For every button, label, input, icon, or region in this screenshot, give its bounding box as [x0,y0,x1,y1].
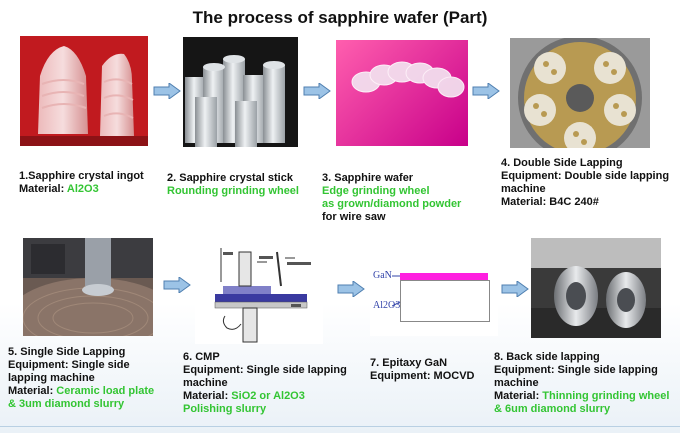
cmp-diagram [195,232,323,344]
step-4-caption: 4. Double Side Lapping Equipment: Double… [501,157,669,209]
arrow-right-icon [153,83,181,99]
ingot-photo [20,36,148,146]
back-side-lapping-photo [531,238,661,338]
footer-divider [0,426,680,427]
step-3-caption: 3. Sapphire wafer Edge grinding wheel as… [322,172,461,224]
arrow-right-icon [337,281,365,297]
double-side-lapping-photo [510,38,650,148]
step-7-caption: 7. Epitaxy GaN Equipment: MOCVD [370,357,475,383]
arrow-right-icon [163,277,191,293]
page-title: The process of sapphire wafer (Part) [0,8,680,28]
epitaxy-diagram: GaN Al2O3 [370,236,498,336]
substrate-layer [400,280,490,322]
step-1-caption: 1.Sapphire crystal ingot Material: Al2O3 [19,170,144,196]
gan-label: GaN [373,270,392,281]
single-side-lapping-photo [23,238,153,336]
arrow-right-icon [501,281,529,297]
step-2-caption: 2. Sapphire crystal stick Rounding grind… [167,172,299,198]
step-5-caption: 5. Single Side Lapping Equipment: Single… [8,346,154,411]
step-6-caption: 6. CMP Equipment: Single side lapping ma… [183,351,347,416]
arrow-right-icon [472,83,500,99]
sapphire-wafer-photo [336,40,468,146]
crystal-stick-photo [183,37,298,147]
arrow-right-icon [303,83,331,99]
step-8-caption: 8. Back side lapping Equipment: Single s… [494,351,669,416]
gan-layer [400,273,488,280]
